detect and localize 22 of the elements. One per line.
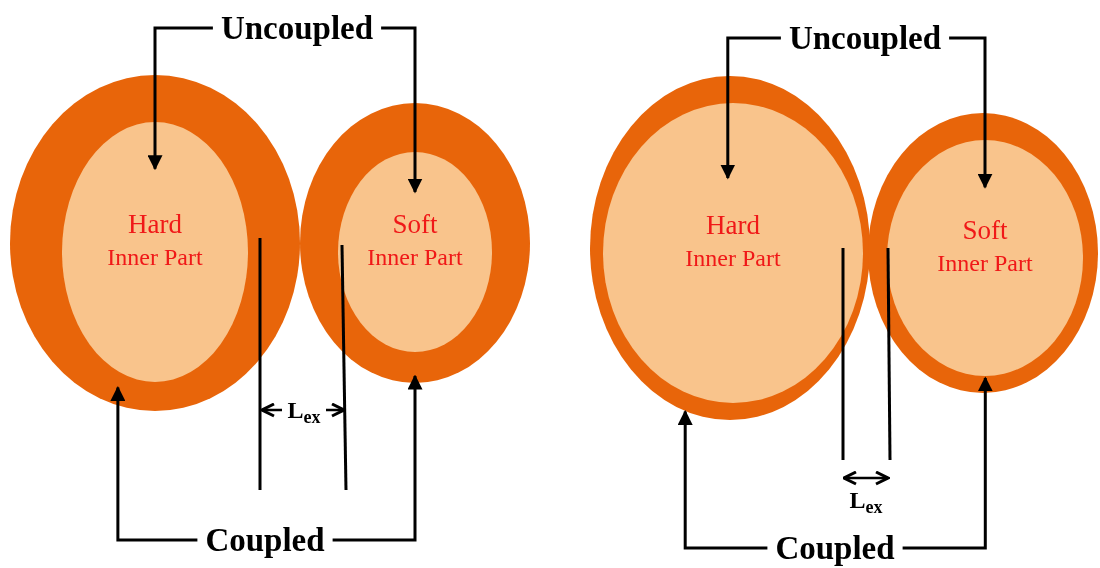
arrow <box>677 409 768 550</box>
length-label: L$_{ex}$ <box>849 488 883 512</box>
length-label: L$_{ex}$ <box>287 398 321 422</box>
part-heading: Hard <box>128 208 182 242</box>
part-label: Inner Part <box>107 242 203 272</box>
arrow <box>381 26 423 194</box>
arrow <box>720 36 781 180</box>
part-label: Inner Part <box>937 248 1033 278</box>
part-label: Inner Part <box>685 243 781 273</box>
part-heading: Soft <box>392 208 438 242</box>
arrow <box>949 36 993 189</box>
arrow <box>332 374 423 542</box>
state-label: Uncoupled <box>212 11 382 45</box>
part-heading: Hard <box>706 209 760 243</box>
state-label: Coupled <box>197 523 333 557</box>
arrow <box>147 26 213 171</box>
arrow <box>902 376 993 550</box>
state-label: Uncoupled <box>780 21 950 55</box>
arrow <box>110 386 198 542</box>
part-label: Inner Part <box>367 242 463 272</box>
state-label: Coupled <box>767 531 903 565</box>
part-heading: Soft <box>962 214 1008 248</box>
